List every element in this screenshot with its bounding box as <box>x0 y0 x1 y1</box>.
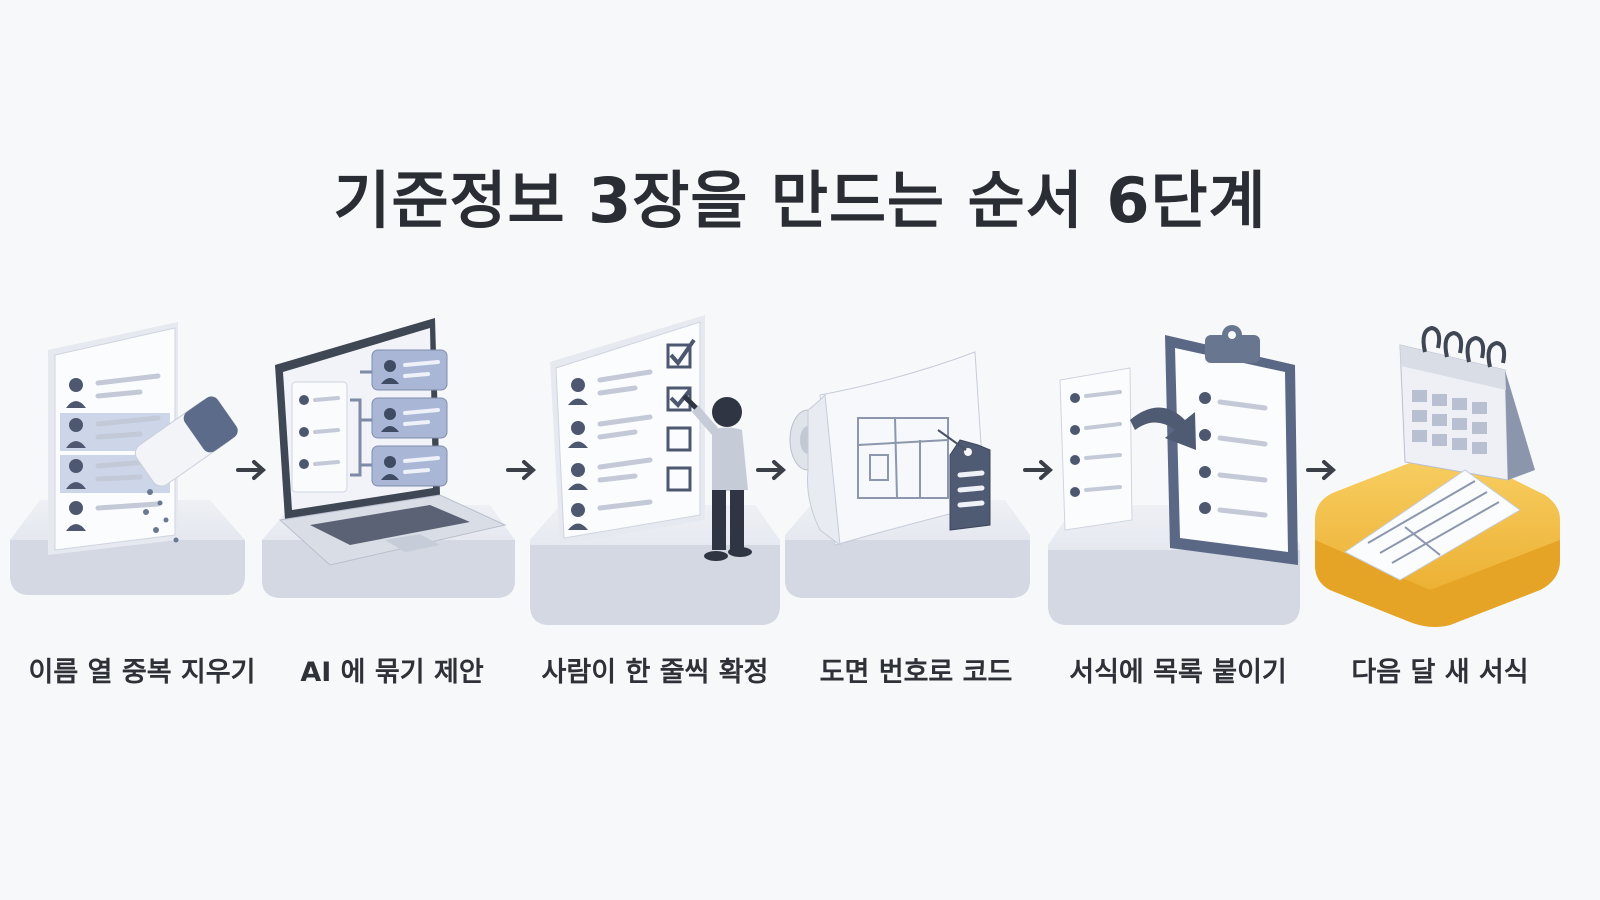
step-label-4: 도면 번호로 코드 <box>819 657 1013 688</box>
step-6-calendar-form-icon <box>1315 325 1560 627</box>
step-label-5: 서식에 목록 붙이기 <box>1069 657 1287 688</box>
step-4-blueprint-tag-icon <box>785 351 1030 598</box>
step-3-person-checklist-icon <box>530 315 780 625</box>
arrow-icon <box>506 460 537 480</box>
step-label-2: AI 에 묶기 제안 <box>300 657 484 688</box>
arrow-icon <box>236 460 267 480</box>
arrow-icon <box>1306 460 1337 480</box>
step-label-6: 다음 달 새 서식 <box>1351 657 1529 688</box>
step-5-clipboard-paste-icon <box>1048 325 1300 625</box>
step-1-eraser-list-icon <box>10 322 245 595</box>
step-2-laptop-grouping-icon <box>262 318 515 598</box>
step-label-3: 사람이 한 줄씩 확정 <box>541 657 769 688</box>
arrow-icon <box>1023 460 1054 480</box>
page-title: 기준정보 3장을 만드는 순서 6단계 <box>333 164 1267 237</box>
step-label-1: 이름 열 중복 지우기 <box>28 657 256 688</box>
arrow-icon <box>756 460 787 480</box>
